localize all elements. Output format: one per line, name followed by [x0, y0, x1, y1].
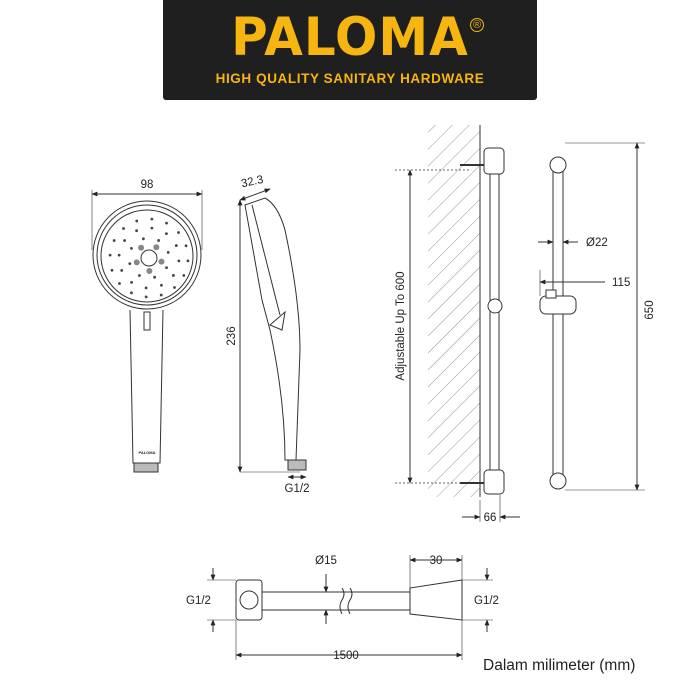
handle-logo: PALOMA	[138, 450, 155, 455]
nozzle-dot	[173, 286, 176, 289]
adjustable-label: Adjustable Up To 600	[395, 271, 407, 380]
shower-head-front-view	[91, 190, 203, 473]
nozzle-dot	[157, 239, 161, 242]
nozzle-dot	[177, 259, 181, 263]
nozzle-dot	[166, 250, 170, 254]
hose-diameter-label: Ø15	[315, 555, 337, 567]
nozzle-dot	[137, 274, 141, 277]
rail-front-view	[538, 142, 645, 491]
nozzle-dot	[128, 262, 132, 266]
offset-66-label: 66	[484, 512, 497, 524]
nozzle-dot	[110, 268, 114, 272]
center-nozzle	[158, 258, 165, 265]
height-650-label: 650	[644, 300, 656, 319]
nozzle-dot	[160, 283, 163, 287]
nozzle-dot	[120, 269, 124, 272]
dimension-labels: 98 PALOMA 32.3 236 G1/2 Adjustable Up To…	[138, 174, 656, 662]
hose-drawing	[207, 555, 493, 660]
width-98-label: 98	[141, 179, 154, 191]
nozzle-dot	[159, 293, 163, 297]
center-nozzle	[138, 244, 145, 251]
nozzle-dot	[144, 295, 148, 299]
nozzle-dot	[144, 286, 148, 290]
nozzle-dot	[150, 217, 154, 221]
nozzle-dot	[177, 231, 180, 234]
nozzle-dot	[112, 239, 116, 242]
nozzle-dot	[172, 274, 175, 277]
nozzle-dot	[186, 259, 190, 263]
cone-30-label: 30	[430, 555, 443, 567]
thread-g12-label: G1/2	[285, 483, 310, 495]
rail-side-view	[395, 125, 520, 522]
registered-mark: ®	[470, 18, 484, 32]
nozzle-dot	[117, 253, 121, 257]
nozzle-dot	[130, 281, 133, 284]
nozzle-dot	[135, 229, 138, 233]
center-nozzle	[133, 259, 140, 266]
nozzle-dot	[174, 244, 178, 247]
brand-tagline: HIGH QUALITY SANITARY HARDWARE	[215, 71, 485, 86]
slider-115-label: 115	[612, 277, 630, 289]
brand-header: PALOMA ® HIGH QUALITY SANITARY HARDWARE	[163, 0, 537, 100]
nozzle-dot	[165, 232, 168, 235]
nozzle-dot	[123, 239, 126, 242]
shower-head-side-view	[237, 188, 307, 480]
nozzle-dot	[141, 237, 145, 241]
nozzle-dot	[182, 274, 186, 277]
nozzle-dot	[153, 275, 157, 279]
units-caption: Dalam milimeter (mm)	[483, 657, 636, 674]
nozzle-dot	[150, 226, 154, 230]
center-nozzle	[153, 244, 160, 251]
nozzle-dot	[165, 221, 168, 225]
height-236-label: 236	[226, 326, 238, 345]
spray-nozzles	[108, 217, 190, 299]
nozzle-dot	[122, 227, 125, 230]
nozzle-dot	[184, 244, 188, 248]
nozzle-dot	[118, 282, 121, 285]
diameter-22-label: Ø22	[586, 237, 608, 249]
brand-logo: PALOMA	[231, 6, 469, 68]
depth-32-3-label: 32.3	[240, 174, 264, 190]
nozzle-dot	[130, 291, 133, 295]
length-1500-label: 1500	[333, 650, 359, 662]
nozzle-dot	[108, 253, 112, 257]
nozzle-dot	[135, 219, 139, 223]
left-thread-label: G1/2	[186, 595, 211, 607]
right-thread-label: G1/2	[474, 595, 499, 607]
center-nozzle	[146, 267, 153, 274]
nozzle-dot	[130, 246, 133, 250]
nozzle-dot	[165, 266, 168, 270]
